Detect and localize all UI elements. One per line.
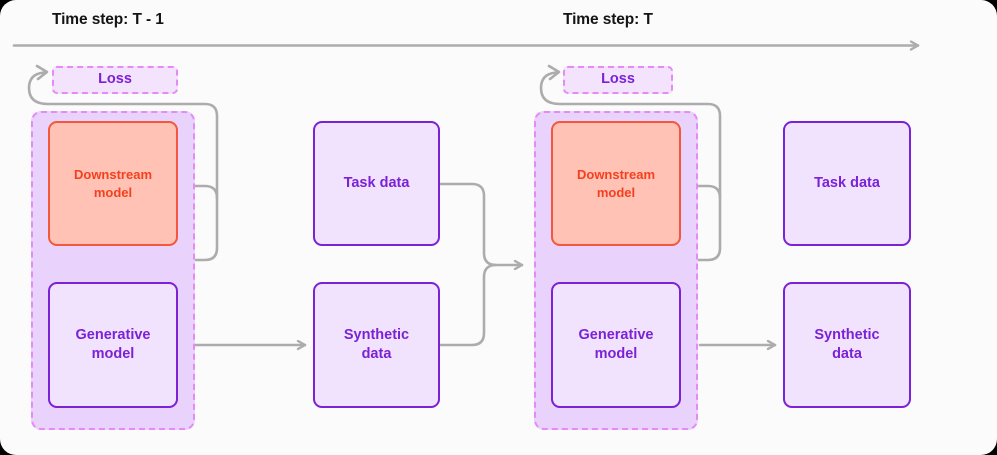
loss-label: Loss xyxy=(98,71,132,88)
task-data-node-t[interactable]: Task data xyxy=(783,121,911,246)
task-data-label: Task data xyxy=(814,174,880,191)
generative-model-label-line1: Generative xyxy=(578,326,654,343)
generative-model-label: Generative model xyxy=(579,326,654,364)
downstream-model-node-t-minus-1[interactable]: Downstream model xyxy=(48,121,178,246)
synthetic-data-label-line2: data xyxy=(361,346,392,362)
generative-model-node-t-minus-1[interactable]: Generative model xyxy=(48,282,178,408)
downstream-model-label: Downstream model xyxy=(74,166,152,200)
downstream-model-label-line1: Downstream xyxy=(576,167,656,183)
synthetic-data-label: Synthetic data xyxy=(344,326,409,364)
downstream-model-label-line2: model xyxy=(93,184,133,200)
downstream-model-label-line1: Downstream xyxy=(73,167,153,183)
loss-node-t-minus-1[interactable]: Loss xyxy=(52,66,178,94)
synthetic-data-label-line2: data xyxy=(832,346,862,362)
generative-model-label-line2: model xyxy=(594,346,638,362)
downstream-model-label: Downstream model xyxy=(577,166,655,200)
synthetic-data-label: Synthetic data xyxy=(814,326,879,364)
synthetic-data-node-t-minus-1[interactable]: Synthetic data xyxy=(313,282,440,408)
downstream-model-label-line2: model xyxy=(596,184,636,200)
time-step-label-t-minus-1: Time step: T - 1 xyxy=(52,11,164,28)
downstream-model-node-t[interactable]: Downstream model xyxy=(551,121,681,246)
synthetic-data-label-line1: Synthetic xyxy=(814,326,880,343)
merge-connector-a xyxy=(438,182,524,347)
synthetic-data-label-line1: Synthetic xyxy=(343,326,410,343)
loss-label: Loss xyxy=(601,71,635,88)
loss-node-t[interactable]: Loss xyxy=(563,66,673,94)
synthetic-data-node-t[interactable]: Synthetic data xyxy=(783,282,911,408)
generative-model-label: Generative model xyxy=(76,326,151,364)
generative-model-node-t[interactable]: Generative model xyxy=(551,282,681,408)
task-data-label: Task data xyxy=(343,174,410,191)
time-step-label-t: Time step: T xyxy=(563,11,653,28)
task-data-node-t-minus-1[interactable]: Task data xyxy=(313,121,440,246)
generative-model-label-line2: model xyxy=(91,346,135,362)
generative-model-label-line1: Generative xyxy=(75,326,151,343)
